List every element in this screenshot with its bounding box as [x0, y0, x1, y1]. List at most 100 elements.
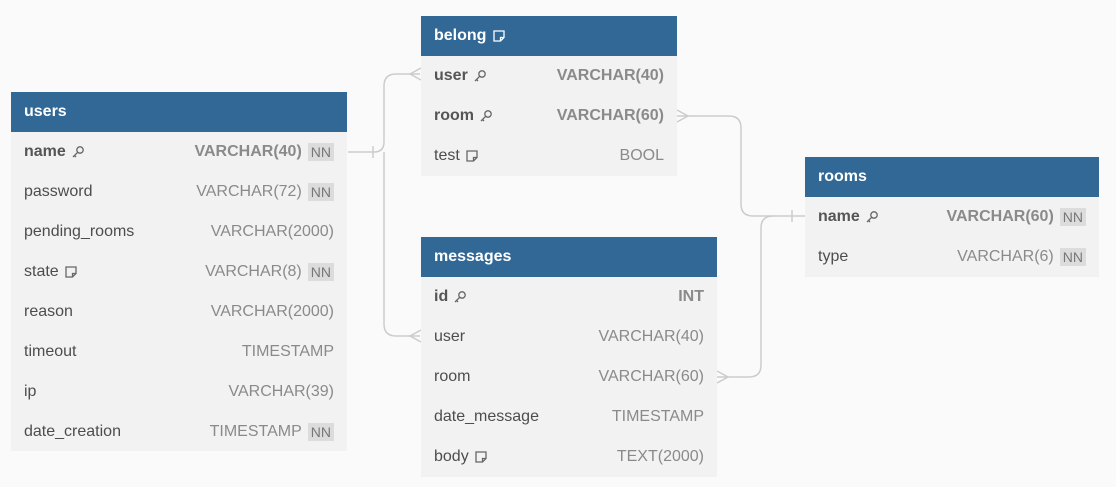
field-row-id[interactable]: id INT	[421, 277, 717, 317]
field-name: state	[24, 263, 59, 280]
table-messages[interactable]: messages id INT user VARCHAR(40) room VARCHAR(…	[421, 237, 717, 477]
field-name-group: id	[434, 288, 467, 306]
field-row-room[interactable]: room VARCHAR(60)	[421, 96, 677, 136]
field-type-group: VARCHAR(40)	[557, 67, 664, 85]
field-row-password[interactable]: password VARCHAR(72)NN	[11, 172, 347, 212]
field-name-group: user	[434, 328, 465, 346]
field-name-group: body	[434, 448, 488, 466]
field-type: TIMESTAMP	[209, 423, 302, 440]
field-type: TIMESTAMP	[241, 343, 334, 360]
field-type-group: TIMESTAMP	[242, 343, 334, 361]
field-row-type[interactable]: type VARCHAR(6) NN	[805, 237, 1099, 277]
note-icon[interactable]	[465, 149, 479, 163]
field-name: timeout	[24, 343, 77, 360]
field-name-group: password	[24, 183, 92, 201]
field-type: VARCHAR(40)	[556, 67, 664, 84]
field-row-state[interactable]: state VARCHAR(8) NN	[11, 252, 347, 292]
field-row-name[interactable]: name VARCHAR(60) NN	[805, 197, 1099, 237]
field-row-body[interactable]: body TEXT(2000)	[421, 437, 717, 477]
field-row-user[interactable]: user VARCHAR(40)	[421, 317, 717, 357]
field-name: user	[434, 67, 468, 84]
field-type-group: VARCHAR(2000)	[211, 223, 334, 241]
key-icon	[479, 109, 493, 123]
key-icon	[473, 69, 487, 83]
field-type-group: INT	[678, 288, 704, 306]
key-icon	[865, 210, 879, 224]
field-type-group: VARCHAR(60) NN	[946, 208, 1086, 226]
field-row-test[interactable]: test BOOL	[421, 136, 677, 176]
field-name-group: pending_rooms	[24, 223, 134, 241]
field-name: name	[818, 208, 860, 225]
field-type-group: VARCHAR(2000)	[211, 303, 334, 321]
field-name: room	[434, 107, 474, 124]
field-type-group: VARCHAR(40)NN	[195, 143, 334, 161]
field-type: VARCHAR(60)	[598, 368, 705, 385]
field-type: VARCHAR(8)	[205, 263, 302, 280]
field-name: user	[434, 328, 466, 345]
field-name-group: type	[818, 248, 848, 266]
field-row-timeout[interactable]: timeout TIMESTAMP	[11, 332, 347, 372]
field-type: INT	[678, 288, 704, 305]
table-title: rooms	[818, 168, 867, 185]
field-row-pending-rooms[interactable]: pending_rooms VARCHAR(2000)	[11, 212, 347, 252]
field-type-group: VARCHAR(60)	[599, 368, 705, 386]
field-name-group: name	[818, 208, 879, 226]
field-name: reason	[24, 303, 73, 320]
not-null-badge: NN	[1059, 248, 1086, 266]
table-header[interactable]: rooms	[805, 157, 1099, 197]
field-type: VARCHAR(2000)	[210, 223, 334, 240]
field-type-group: BOOL	[620, 147, 664, 165]
field-name-group: test	[434, 147, 479, 165]
table-header[interactable]: belong	[421, 16, 677, 56]
field-name: ip	[24, 383, 37, 400]
field-name: room	[434, 368, 471, 385]
note-icon[interactable]	[492, 29, 506, 43]
field-row-reason[interactable]: reason VARCHAR(2000)	[11, 292, 347, 332]
field-name: name	[24, 143, 66, 160]
field-row-name[interactable]: name VARCHAR(40)NN	[11, 132, 347, 172]
edge-rooms-messages	[717, 215, 774, 378]
field-type: VARCHAR(6)	[957, 248, 1054, 265]
field-type: VARCHAR(40)	[598, 328, 705, 345]
table-header[interactable]: users	[11, 92, 347, 132]
field-row-date-message[interactable]: date_message TIMESTAMP	[421, 397, 717, 437]
field-row-room[interactable]: room VARCHAR(60)	[421, 357, 717, 397]
table-header[interactable]: messages	[421, 237, 717, 277]
field-type-group: VARCHAR(6) NN	[957, 248, 1086, 266]
field-type: TEXT(2000)	[616, 448, 704, 465]
note-icon[interactable]	[474, 450, 488, 464]
field-type-group: VARCHAR(72)NN	[196, 183, 334, 201]
table-title: users	[24, 103, 67, 120]
field-type-group: VARCHAR(40)	[599, 328, 705, 346]
note-icon[interactable]	[64, 265, 78, 279]
field-name-group: name	[24, 143, 85, 161]
not-null-badge: NN	[1059, 208, 1086, 226]
field-type-group: VARCHAR(60)	[557, 107, 664, 125]
not-null-badge: NN	[307, 183, 334, 201]
table-title: belong	[434, 27, 487, 44]
field-type-group: TIMESTAMP	[612, 408, 704, 426]
field-name-group: room	[434, 107, 493, 125]
field-name-group: state	[24, 263, 78, 281]
not-null-badge: NN	[307, 263, 334, 281]
edge-users-belong	[348, 73, 420, 153]
table-belong[interactable]: belong user VARCHAR(40) room VARCHAR(60) test…	[421, 16, 677, 176]
field-type: VARCHAR(2000)	[210, 303, 334, 320]
field-name: date_message	[434, 408, 539, 425]
field-name: pending_rooms	[24, 223, 135, 240]
field-type: VARCHAR(60)	[556, 107, 664, 124]
field-row-user[interactable]: user VARCHAR(40)	[421, 56, 677, 96]
table-rooms[interactable]: rooms name VARCHAR(60) NN type VARCHAR(6) NN	[805, 157, 1099, 277]
field-name: password	[24, 183, 93, 200]
field-name: test	[434, 147, 460, 164]
field-name-group: ip	[24, 383, 36, 401]
table-users[interactable]: users name VARCHAR(40)NN password VARCHAR(72…	[11, 92, 347, 451]
field-type: VARCHAR(60)	[946, 208, 1054, 225]
field-type: TIMESTAMP	[611, 408, 704, 425]
field-type-group: VARCHAR(8) NN	[205, 263, 334, 281]
key-icon	[453, 290, 467, 304]
field-name-group: date_message	[434, 408, 539, 426]
